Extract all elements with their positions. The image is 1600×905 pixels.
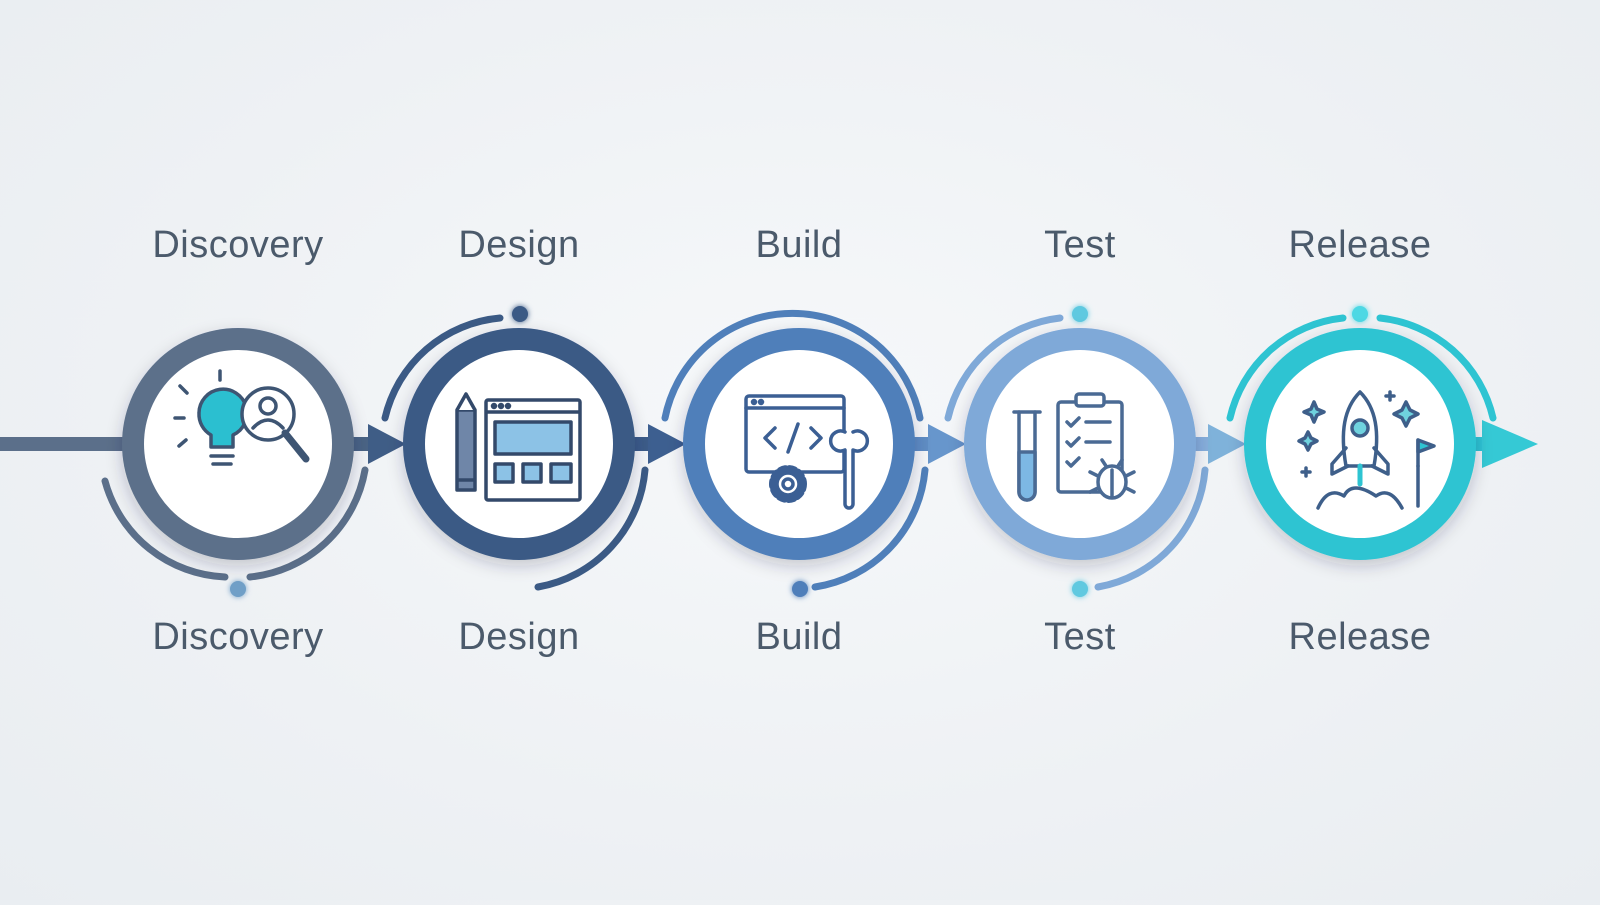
step-design [381, 306, 649, 591]
orbit-dot [1072, 306, 1088, 322]
orbit-dot [1072, 581, 1088, 597]
step-label-top: Design [458, 224, 580, 266]
rocket-flag-icon [1297, 390, 1436, 510]
pencil-wireframe-icon [455, 392, 582, 502]
step-label-top: Discovery [152, 224, 324, 266]
orbit-dot [792, 581, 808, 597]
orbit-arc-top [381, 314, 504, 422]
step-label-bottom: Discovery [152, 616, 324, 658]
orbit-arc-top [944, 314, 1064, 422]
step-label-bottom: Build [755, 616, 843, 658]
orbit-arc-bottom [101, 477, 229, 581]
step-discovery [101, 328, 369, 597]
orbit-dot [512, 306, 528, 322]
step-label-top: Release [1288, 224, 1432, 266]
step-label-bottom: Test [1044, 616, 1116, 658]
code-gear-wrench-icon [744, 394, 870, 510]
orbit-arc-top [1376, 314, 1497, 422]
step-test [944, 306, 1209, 597]
orbit-arc-bottom [811, 466, 929, 591]
orbit-arc-bottom [246, 466, 369, 581]
orbit-dot [230, 581, 246, 597]
testtube-checklist-bug-icon [1012, 392, 1136, 502]
step-label-bottom: Design [458, 616, 580, 658]
lightbulb-magnifier-user-icon [173, 369, 310, 466]
step-label-bottom: Release [1288, 616, 1432, 658]
step-label-top: Build [755, 224, 843, 266]
step-label-top: Test [1044, 224, 1116, 266]
step-build [661, 309, 929, 597]
orbit-arc-top [1226, 314, 1347, 422]
orbit-arc-bottom [1094, 466, 1209, 591]
orbit-arc-bottom [534, 466, 649, 591]
step-release [1226, 306, 1497, 560]
orbit-dot [1352, 306, 1368, 322]
lead-in-line [0, 437, 135, 451]
orbit-arc-top [661, 309, 924, 422]
